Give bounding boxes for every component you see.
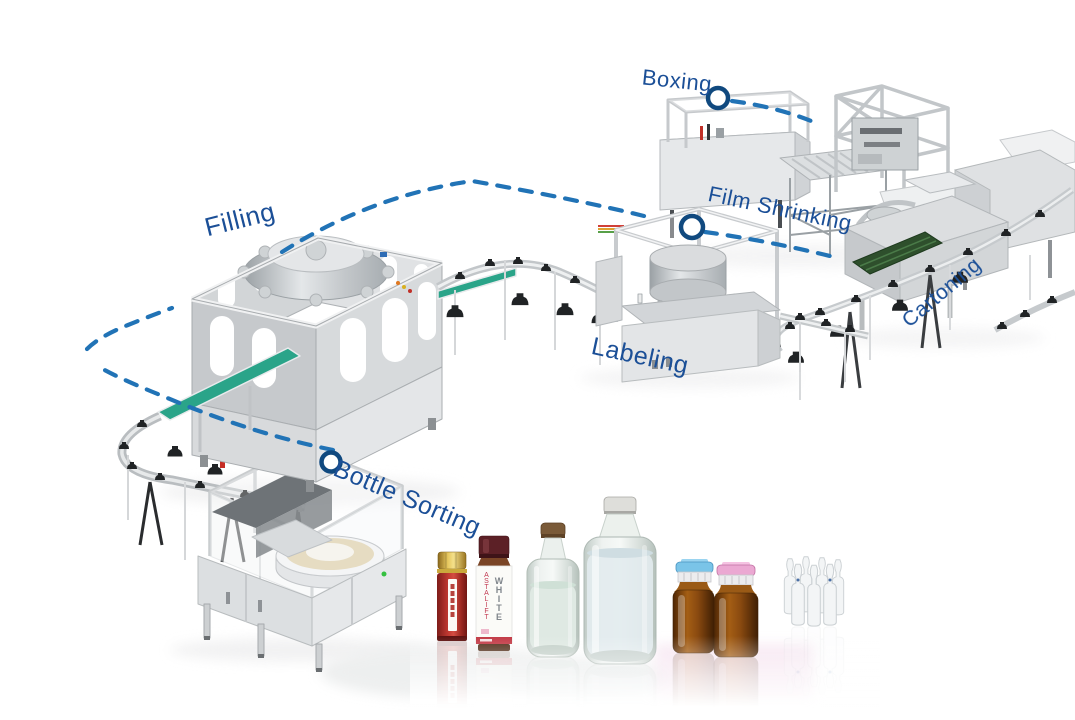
reflection-fade (410, 636, 880, 720)
product-glass-bottle-brown-cap (526, 522, 580, 658)
bottle-sorting-machine (197, 444, 407, 672)
stage-marker-boxing (705, 85, 731, 111)
product-white-label-drink-bottle (475, 535, 513, 651)
stage-marker-film-shrinking (678, 213, 706, 241)
product-clear-ampoules (783, 556, 845, 627)
stage-marker-bottle-sorting (319, 450, 343, 474)
products-row (410, 496, 880, 720)
product-red-drink-bottle (437, 551, 467, 641)
labeling-machine (595, 207, 869, 383)
astalift-variant-text: WHITE (494, 576, 504, 621)
astalift-brand-text: ASTALIFT (483, 572, 490, 620)
filling-machine (157, 235, 517, 492)
flow-dashed-path (84, 98, 841, 453)
